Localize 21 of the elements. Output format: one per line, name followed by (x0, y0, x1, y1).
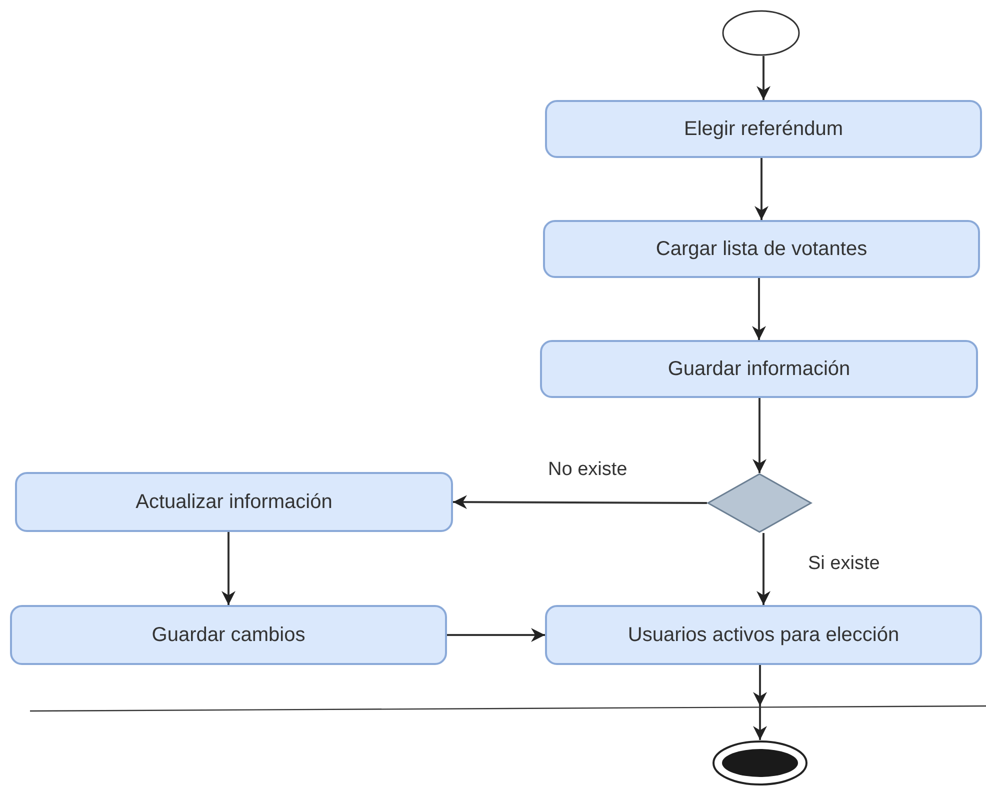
activity-label: Usuarios activos para elección (628, 624, 900, 646)
arrow (756, 533, 770, 605)
activity-label: Guardar cambios (152, 624, 306, 646)
activity-label: Cargar lista de votantes (656, 238, 868, 260)
arrow (752, 398, 766, 473)
arrow (756, 56, 770, 100)
arrow (752, 278, 766, 340)
activity-box (15, 472, 453, 532)
arrow (447, 628, 545, 642)
arrow (753, 665, 767, 740)
activity-box (10, 605, 447, 665)
activity-label: Elegir referéndum (684, 118, 843, 140)
activity-box (545, 100, 982, 158)
activity-box (540, 340, 978, 398)
activity-box (545, 605, 982, 665)
arrow (222, 532, 236, 605)
arrow (754, 158, 768, 220)
arrow (453, 495, 707, 510)
activity-label: Actualizar información (136, 490, 332, 514)
activity-box (543, 220, 980, 278)
activity-label: Guardar información (668, 358, 850, 380)
